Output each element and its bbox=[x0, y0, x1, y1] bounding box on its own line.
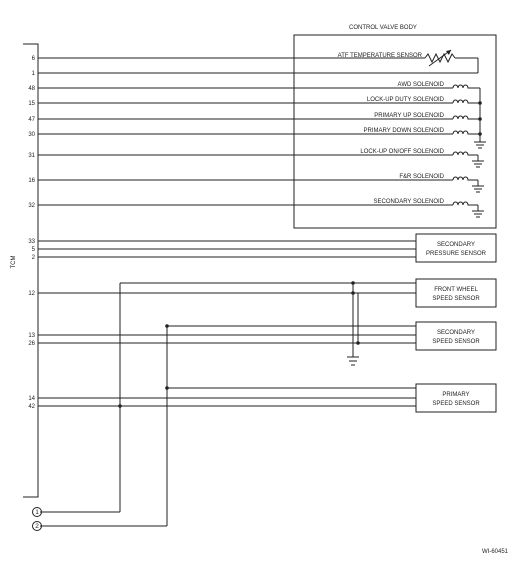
primary-speed-sensor-label: PRIMARY bbox=[442, 392, 469, 398]
primary-speed-sensor-box bbox=[415, 383, 497, 413]
primary-down-solenoid-label: PRIMARY DOWN SOLENOID bbox=[364, 128, 445, 134]
connector-1-label: 1 bbox=[35, 509, 39, 516]
primary-down-solenoid-coil-icon bbox=[452, 130, 480, 135]
pin-33: 33 bbox=[28, 239, 35, 245]
pin-15: 15 bbox=[28, 101, 35, 107]
secondary-solenoid-label: SECONDARY SOLENOID bbox=[374, 199, 445, 205]
front-wheel-speed-sensor-label: FRONT WHEEL bbox=[434, 287, 478, 293]
sensor-boxes: SECONDARY PRESSURE SENSOR FRONT WHEEL SP… bbox=[415, 233, 497, 413]
pin-31: 31 bbox=[28, 153, 35, 159]
solenoid-coils bbox=[452, 84, 482, 206]
primary-speed-sensor-label: SPEED SENSOR bbox=[432, 401, 480, 407]
ground-icon bbox=[474, 141, 486, 149]
fr-solenoid-label: F&R SOLENOID bbox=[399, 174, 444, 180]
secondary-speed-sensor-label: SPEED SENSOR bbox=[432, 339, 480, 345]
solenoid-labels: AWD SOLENOID LOCK-UP DUTY SOLENOID PRIMA… bbox=[360, 82, 444, 205]
pin-48: 48 bbox=[28, 86, 35, 92]
valve-body-grounds bbox=[472, 141, 486, 218]
lockup-duty-solenoid-coil-icon bbox=[452, 99, 480, 104]
primary-up-solenoid-label: PRIMARY UP SOLENOID bbox=[374, 113, 444, 119]
connector-1 bbox=[32, 507, 42, 517]
atf-temperature-circuit: ATF TEMPERATURE SENSOR bbox=[38, 49, 479, 74]
front-wheel-speed-sensor-label: SPEED SENSOR bbox=[432, 296, 480, 302]
pin-13: 13 bbox=[28, 333, 35, 339]
fr-solenoid-coil-icon bbox=[452, 176, 478, 181]
figure-id: WI-60451 bbox=[482, 549, 509, 555]
pin-47: 47 bbox=[28, 117, 35, 123]
primary-up-solenoid-coil-icon bbox=[452, 115, 480, 120]
lockup-onoff-solenoid-coil-icon bbox=[452, 151, 478, 156]
sensor-wires bbox=[38, 240, 416, 407]
secondary-pressure-sensor-label: SECONDARY bbox=[437, 242, 475, 248]
external-connector-wires: 1 2 bbox=[32, 283, 169, 531]
tcm-pin-labels: 6 1 48 15 47 30 31 16 32 33 5 2 12 13 26… bbox=[28, 56, 35, 410]
solenoid-wires bbox=[38, 87, 453, 206]
pin-32: 32 bbox=[28, 203, 35, 209]
pin-16: 16 bbox=[28, 178, 35, 184]
lockup-duty-solenoid-label: LOCK-UP DUTY SOLENOID bbox=[367, 97, 445, 103]
pin-42: 42 bbox=[28, 404, 35, 410]
thermistor-arrow-icon bbox=[446, 50, 451, 55]
connector-2-label: 2 bbox=[35, 523, 39, 530]
secondary-pressure-sensor-label: PRESSURE SENSOR bbox=[426, 251, 487, 257]
awd-solenoid-coil-icon bbox=[452, 84, 480, 89]
ground-icon bbox=[472, 205, 484, 218]
pin-30: 30 bbox=[28, 132, 35, 138]
tcm-label: TCM bbox=[11, 256, 17, 269]
secondary-pressure-sensor-box bbox=[415, 233, 497, 263]
pin-26: 26 bbox=[28, 341, 35, 347]
ground-icon bbox=[347, 356, 359, 366]
tcm-bracket bbox=[23, 43, 39, 498]
pin-14: 14 bbox=[28, 396, 35, 402]
awd-solenoid-label: AWD SOLENOID bbox=[398, 82, 445, 88]
thermistor-icon bbox=[424, 52, 456, 64]
secondary-speed-sensor-label: SECONDARY bbox=[437, 330, 475, 336]
secondary-solenoid-coil-icon bbox=[452, 201, 478, 206]
atf-temperature-sensor-label: ATF TEMPERATURE SENSOR bbox=[338, 53, 423, 59]
pin-12: 12 bbox=[28, 291, 35, 297]
pin-1: 1 bbox=[32, 71, 36, 77]
control-valve-body-title: CONTROL VALVE BODY bbox=[349, 25, 417, 31]
ground-icon bbox=[472, 180, 484, 193]
pin-5: 5 bbox=[32, 247, 36, 253]
shield-ground-network bbox=[347, 281, 360, 366]
connector-2 bbox=[32, 521, 42, 531]
secondary-speed-sensor-box bbox=[415, 321, 497, 351]
pin-6: 6 bbox=[32, 56, 36, 62]
ground-icon bbox=[472, 155, 484, 168]
lockup-onoff-solenoid-label: LOCK-UP ON/OFF SOLENOID bbox=[360, 149, 444, 155]
pin-2: 2 bbox=[32, 255, 36, 261]
front-wheel-speed-sensor-box bbox=[415, 278, 497, 308]
